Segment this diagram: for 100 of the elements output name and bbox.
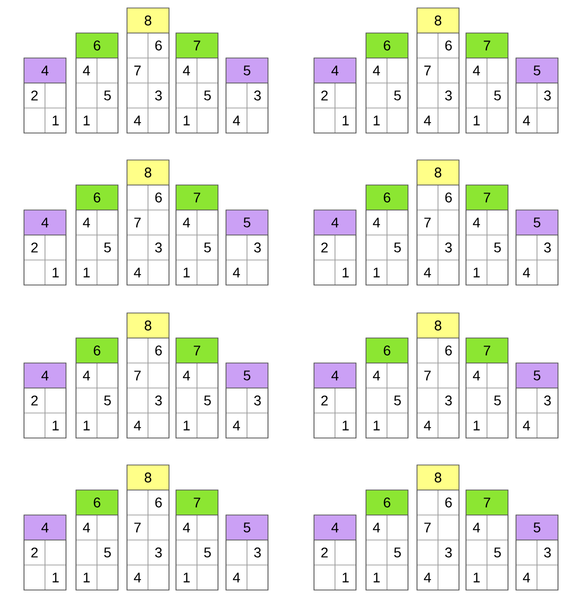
number-cell: 5 xyxy=(486,82,508,108)
number-cell: 4 xyxy=(226,412,248,438)
number-cell: 4 xyxy=(126,564,148,590)
number-cell: 5 xyxy=(386,82,408,108)
answer-box xyxy=(196,260,218,286)
number-cell: 2 xyxy=(314,82,336,108)
number-cell: 7 xyxy=(126,58,148,84)
answer-box xyxy=(148,260,170,286)
number-cell: 7 xyxy=(126,210,148,236)
number-cell: 1 xyxy=(366,564,388,590)
answer-box xyxy=(438,260,460,286)
answer-box xyxy=(486,260,508,286)
number-cell: 4 xyxy=(176,210,198,236)
number-cell: 1 xyxy=(44,260,66,286)
number-cell: 5 xyxy=(386,540,408,566)
number-cell: 5 xyxy=(96,82,118,108)
number-cell: 4 xyxy=(516,412,538,438)
number-cell: 1 xyxy=(76,412,98,438)
number-cell: 4 xyxy=(416,412,438,438)
answer-box xyxy=(96,564,118,590)
number-cell: 4 xyxy=(416,108,438,134)
answer-box xyxy=(386,108,408,134)
number-cell: 4 xyxy=(366,58,388,84)
answer-box xyxy=(246,412,268,438)
number-cell: 3 xyxy=(148,234,170,260)
number-cell: 4 xyxy=(176,514,198,540)
number-cell: 4 xyxy=(126,412,148,438)
number-cell: 5 xyxy=(196,82,218,108)
number-cell: 3 xyxy=(148,388,170,414)
number-cell: 1 xyxy=(176,108,198,134)
number-cell: 4 xyxy=(466,210,488,236)
answer-box xyxy=(438,514,460,540)
number-cell: 2 xyxy=(314,388,336,414)
number-cell: 5 xyxy=(386,388,408,414)
number-cell: 7 xyxy=(416,58,438,84)
number-cell: 5 xyxy=(486,540,508,566)
number-cell: 1 xyxy=(366,260,388,286)
answer-box xyxy=(148,108,170,134)
number-cell: 1 xyxy=(334,260,356,286)
number-cell: 5 xyxy=(486,388,508,414)
number-cell: 2 xyxy=(24,388,46,414)
number-cell: 5 xyxy=(196,388,218,414)
number-cell: 1 xyxy=(176,564,198,590)
answer-box xyxy=(148,362,170,388)
answer-box xyxy=(536,412,558,438)
number-cell: 7 xyxy=(416,210,438,236)
number-cell: 2 xyxy=(24,234,46,260)
number-cell: 4 xyxy=(76,514,98,540)
number-cell: 1 xyxy=(334,564,356,590)
answer-box xyxy=(246,260,268,286)
number-cell: 4 xyxy=(226,260,248,286)
number-cell: 3 xyxy=(438,82,460,108)
number-cell: 1 xyxy=(44,412,66,438)
number-cell: 3 xyxy=(148,82,170,108)
number-cell: 4 xyxy=(76,58,98,84)
answer-box xyxy=(148,514,170,540)
answer-box xyxy=(536,108,558,134)
answer-box xyxy=(438,108,460,134)
number-cell: 1 xyxy=(366,412,388,438)
number-cell: 4 xyxy=(516,260,538,286)
number-cell: 3 xyxy=(438,388,460,414)
number-cell: 5 xyxy=(96,234,118,260)
answer-box xyxy=(196,108,218,134)
number-cell: 1 xyxy=(176,260,198,286)
number-cell: 1 xyxy=(76,564,98,590)
number-cell: 2 xyxy=(24,82,46,108)
number-cell: 1 xyxy=(76,260,98,286)
number-cell: 1 xyxy=(466,260,488,286)
number-cell: 4 xyxy=(226,564,248,590)
number-cell: 2 xyxy=(314,234,336,260)
answer-box xyxy=(148,564,170,590)
number-cell: 1 xyxy=(466,108,488,134)
number-cell: 1 xyxy=(44,108,66,134)
answer-box xyxy=(438,564,460,590)
number-cell: 2 xyxy=(314,540,336,566)
number-cell: 4 xyxy=(466,514,488,540)
number-cell: 7 xyxy=(416,362,438,388)
number-cell: 3 xyxy=(148,540,170,566)
answer-box xyxy=(536,260,558,286)
answer-box xyxy=(486,564,508,590)
number-cell: 7 xyxy=(416,514,438,540)
answer-box xyxy=(486,412,508,438)
answer-box xyxy=(486,108,508,134)
number-cell: 4 xyxy=(126,108,148,134)
number-cell: 4 xyxy=(226,108,248,134)
number-cell: 4 xyxy=(416,260,438,286)
number-cell: 4 xyxy=(126,260,148,286)
number-cell: 4 xyxy=(466,362,488,388)
number-cell: 5 xyxy=(96,540,118,566)
number-cell: 1 xyxy=(176,412,198,438)
answer-box xyxy=(438,210,460,236)
number-cell: 1 xyxy=(334,108,356,134)
answer-box xyxy=(96,260,118,286)
number-cell: 4 xyxy=(366,514,388,540)
number-cell: 4 xyxy=(176,362,198,388)
answer-box xyxy=(96,412,118,438)
number-cell: 1 xyxy=(44,564,66,590)
answer-box xyxy=(386,260,408,286)
number-cell: 4 xyxy=(366,210,388,236)
number-cell: 4 xyxy=(176,58,198,84)
